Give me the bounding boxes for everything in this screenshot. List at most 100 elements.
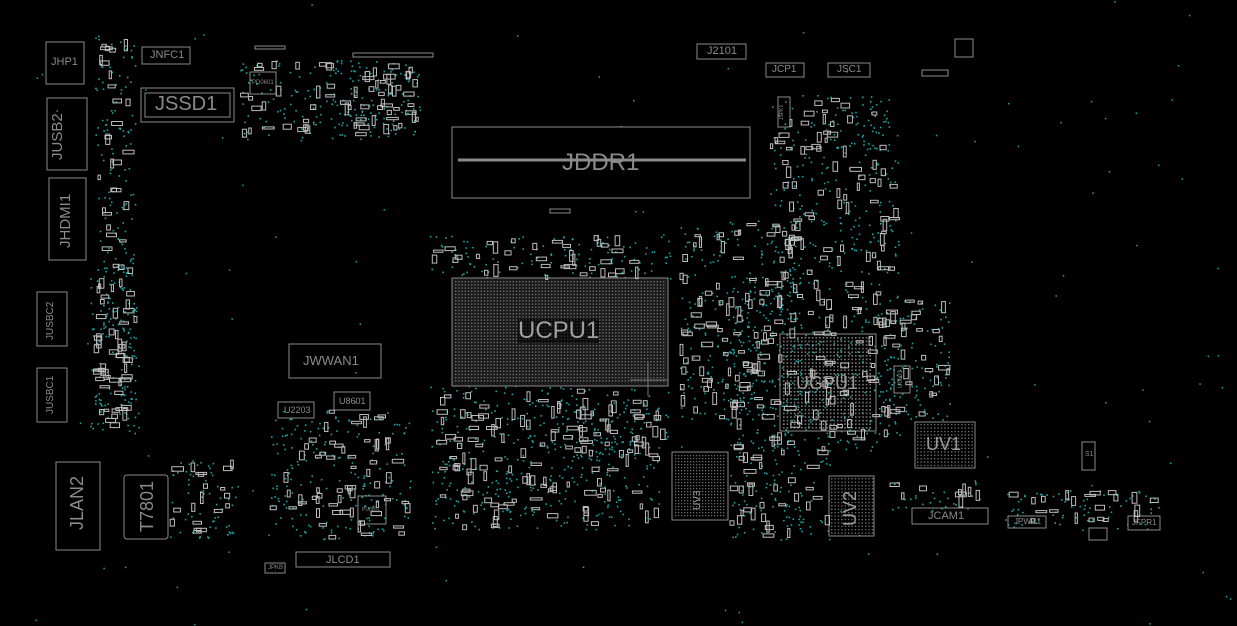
via-dot — [855, 447, 858, 449]
ball-pad — [474, 370, 476, 372]
ball-pad — [592, 338, 594, 340]
via-dot — [823, 156, 825, 159]
ball-pad — [599, 354, 601, 356]
via-dot — [620, 454, 623, 456]
ball-pad — [563, 287, 566, 289]
ball-pad — [840, 358, 843, 361]
via-dot — [109, 66, 111, 69]
ball-pad — [855, 355, 857, 357]
ball-pad — [483, 361, 486, 363]
ball-pad — [487, 322, 489, 324]
via-dot — [733, 329, 736, 331]
ball-pad — [499, 287, 502, 289]
ball-pad — [586, 332, 588, 334]
ball-pad — [557, 297, 559, 299]
via-dot — [133, 355, 136, 357]
ball-pad — [659, 361, 662, 363]
via-dot — [829, 464, 831, 466]
via-dot — [369, 418, 372, 421]
via-dot — [129, 289, 132, 291]
via-dot — [755, 341, 757, 344]
ball-pad — [519, 348, 521, 350]
via-dot — [1207, 355, 1210, 358]
via-dot — [435, 546, 438, 548]
ball-pad — [624, 367, 626, 369]
ball-pad — [592, 367, 594, 369]
ball-pad — [458, 367, 460, 369]
ball-pad — [844, 340, 846, 343]
ball-pad — [627, 373, 630, 376]
ball-pad — [458, 370, 460, 372]
via-dot — [780, 310, 783, 313]
ball-pad — [544, 303, 546, 305]
via-dot — [796, 201, 799, 203]
via-dot — [274, 474, 276, 476]
ball-pad — [515, 361, 518, 363]
ball-pad — [589, 303, 591, 305]
ball-pad — [480, 338, 482, 340]
ball-pad — [605, 284, 607, 286]
via-dot — [756, 310, 758, 312]
via-dot — [498, 527, 501, 529]
via-dot — [370, 99, 373, 102]
via-dot — [522, 248, 524, 250]
via-dot — [733, 365, 736, 368]
ball-pad — [499, 341, 502, 344]
via-dot — [657, 461, 659, 463]
ball-pad — [563, 341, 566, 344]
ball-pad — [653, 338, 655, 340]
via-dot — [817, 437, 820, 440]
ball-pad — [602, 322, 604, 324]
ball-pad — [525, 351, 527, 353]
ball-pad — [608, 300, 610, 302]
via-dot — [737, 291, 739, 293]
via-dot — [613, 450, 616, 453]
via-dot — [813, 351, 816, 354]
via-dot — [785, 538, 788, 540]
via-dot — [562, 416, 564, 418]
ball-pad — [506, 348, 508, 350]
ball-pad — [496, 306, 498, 308]
via-dot — [722, 378, 724, 381]
ball-pad — [653, 313, 655, 315]
ball-pad — [573, 313, 575, 315]
via-dot — [826, 432, 829, 435]
via-dot — [835, 374, 837, 376]
ball-pad — [576, 377, 578, 379]
via-dot — [914, 396, 917, 399]
via-dot — [188, 479, 190, 481]
ball-pad — [624, 345, 626, 347]
ball-pad — [656, 364, 658, 366]
ball-pad — [589, 348, 591, 350]
via-dot — [373, 126, 376, 129]
via-dot — [462, 392, 465, 395]
via-dot — [733, 349, 735, 351]
via-dot — [944, 373, 947, 376]
via-dot — [448, 485, 451, 487]
ball-pad — [461, 287, 463, 289]
ball-pad — [621, 319, 623, 321]
ball-pad — [790, 358, 792, 361]
ball-pad — [611, 297, 614, 299]
via-dot — [875, 104, 878, 106]
ball-pad — [554, 332, 556, 334]
ball-pad — [541, 335, 543, 337]
ball-pad — [663, 345, 665, 347]
via-dot — [91, 369, 93, 371]
ball-pad — [833, 362, 835, 364]
via-dot — [453, 505, 456, 507]
ball-pad — [455, 364, 457, 366]
ball-pad — [826, 337, 828, 339]
via-dot — [892, 508, 894, 511]
via-dot — [853, 315, 856, 318]
via-dot — [802, 95, 804, 97]
via-dot — [104, 404, 106, 407]
via-dot — [739, 341, 742, 343]
ball-pad — [592, 322, 594, 324]
ball-pad — [611, 309, 614, 312]
via-dot — [133, 303, 135, 305]
via-dot — [363, 475, 366, 477]
via-dot — [948, 356, 950, 358]
ball-pad — [471, 313, 473, 315]
via-dot — [889, 368, 892, 370]
